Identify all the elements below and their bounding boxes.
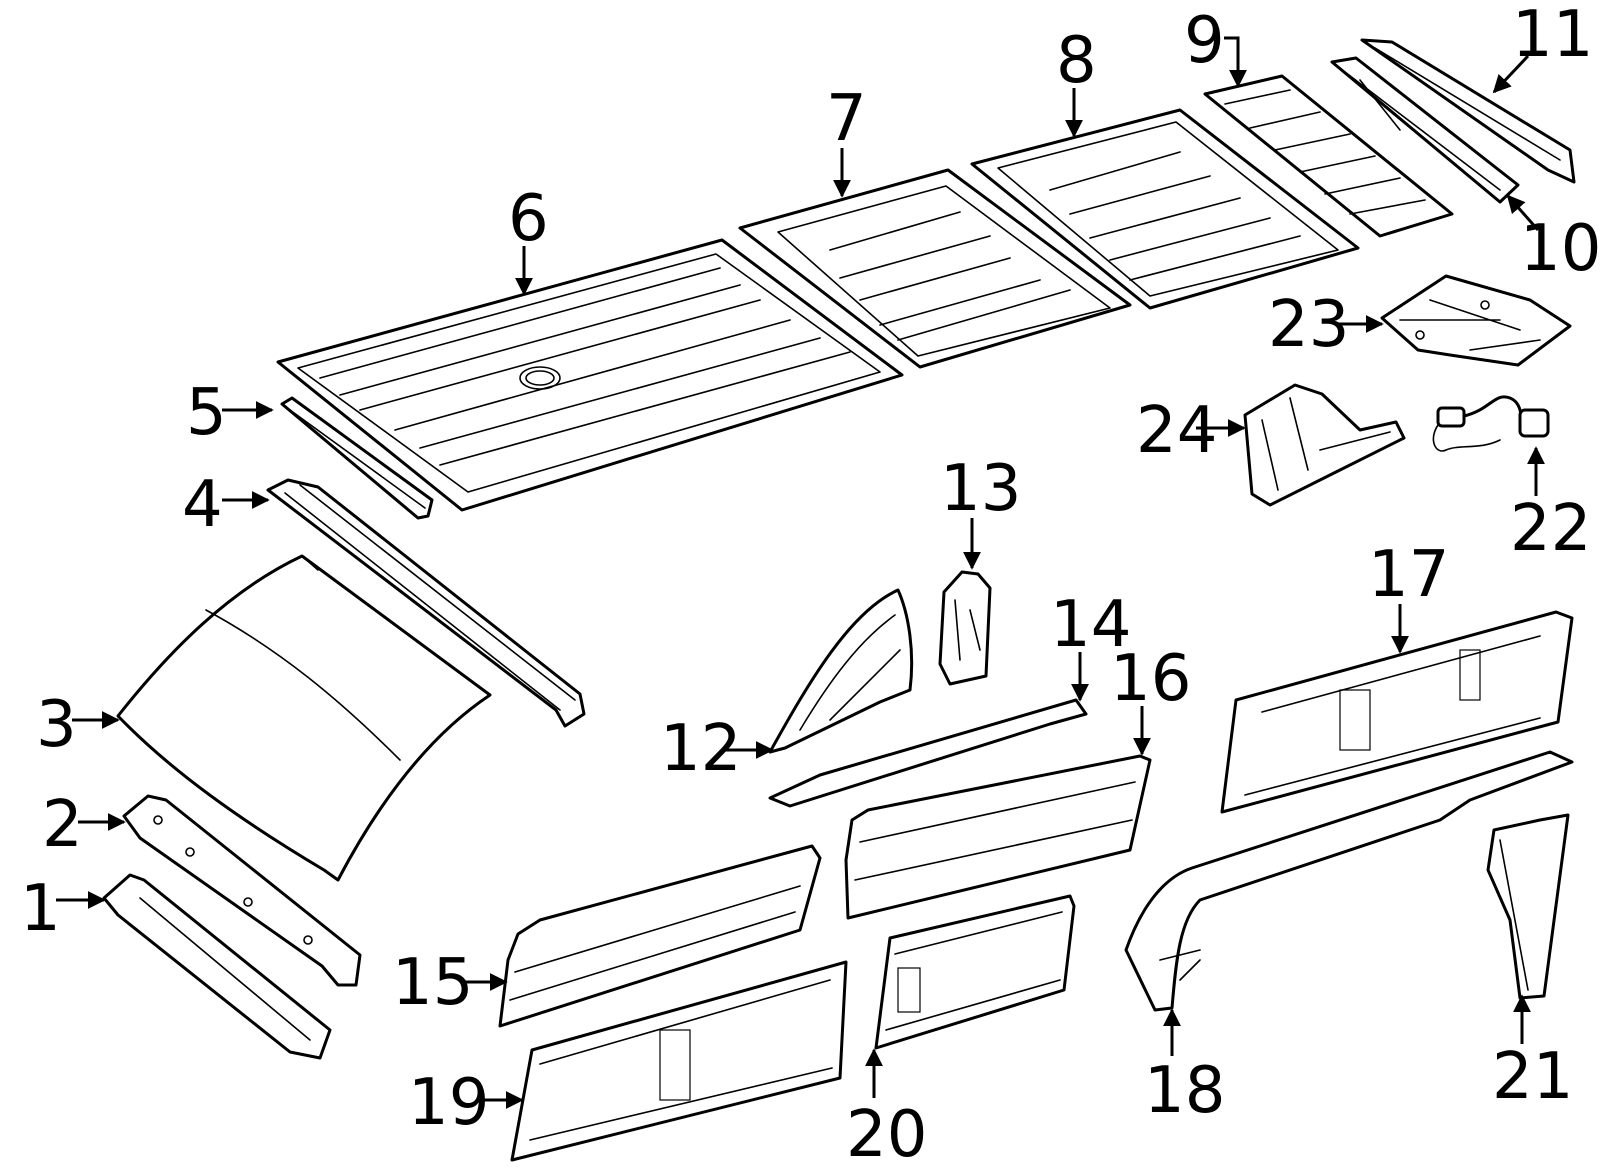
callout-13: 13: [940, 452, 1021, 526]
callout-24: 24: [1136, 394, 1217, 468]
part-22-wire-harness: [1432, 395, 1550, 452]
callout-20: 20: [846, 1098, 927, 1172]
callout-labels: 1 2 3 4 5 6 7 8 9 10 11 12 13 14 15 16 1…: [20, 0, 1600, 1172]
part-20-inner-panel: [874, 894, 1076, 1050]
callout-16: 16: [1110, 642, 1191, 716]
callout-21: 21: [1492, 1040, 1573, 1114]
callout-19: 19: [408, 1066, 489, 1140]
callout-18: 18: [1144, 1054, 1225, 1128]
part-3-windshield: [116, 554, 492, 882]
part-4-roof-rail: [266, 478, 586, 728]
part-11-rear-header-outer: [1360, 38, 1576, 184]
part-9-roof-bow: [1203, 74, 1454, 238]
part-15-side-panel: [498, 844, 822, 1028]
part-12-quarter-trim: [768, 588, 914, 754]
callout-11: 11: [1512, 0, 1593, 72]
callout-8: 8: [1056, 24, 1097, 98]
leader-lines: [56, 36, 1545, 1109]
part-14-molding: [768, 698, 1088, 808]
callout-10: 10: [1520, 212, 1600, 286]
part-6-roof-panel: [276, 238, 904, 512]
callout-2: 2: [42, 788, 83, 862]
part-5-header-strip: [280, 396, 434, 520]
callout-22: 22: [1510, 492, 1591, 566]
part-24-bracket: [1243, 383, 1406, 507]
callout-4: 4: [182, 468, 223, 542]
part-13-pillar: [938, 570, 992, 686]
part-2-cowl: [122, 794, 362, 987]
part-19-inner-panel: [510, 960, 848, 1162]
part-8-roof-panel: [970, 108, 1360, 310]
callout-12: 12: [660, 712, 741, 786]
callout-17: 17: [1368, 538, 1449, 612]
callout-15: 15: [392, 946, 473, 1020]
part-21-pillar: [1486, 813, 1570, 1000]
callout-5: 5: [186, 376, 227, 450]
part-23-bracket: [1380, 274, 1572, 367]
callout-14: 14: [1050, 588, 1131, 662]
part-10-rear-header: [1330, 56, 1520, 204]
part-18-wheelhouse: [1124, 750, 1574, 1012]
part-1-cowl-panel: [102, 873, 332, 1060]
callout-9: 9: [1184, 4, 1225, 78]
part-7-roof-panel: [738, 168, 1132, 369]
part-17-inner-panel: [1220, 610, 1574, 814]
callout-6: 6: [508, 182, 549, 256]
part-16-side-panel: [844, 754, 1152, 920]
callout-23: 23: [1268, 288, 1349, 362]
callout-3: 3: [36, 688, 77, 762]
callout-7: 7: [826, 82, 867, 156]
callout-1: 1: [20, 872, 61, 946]
